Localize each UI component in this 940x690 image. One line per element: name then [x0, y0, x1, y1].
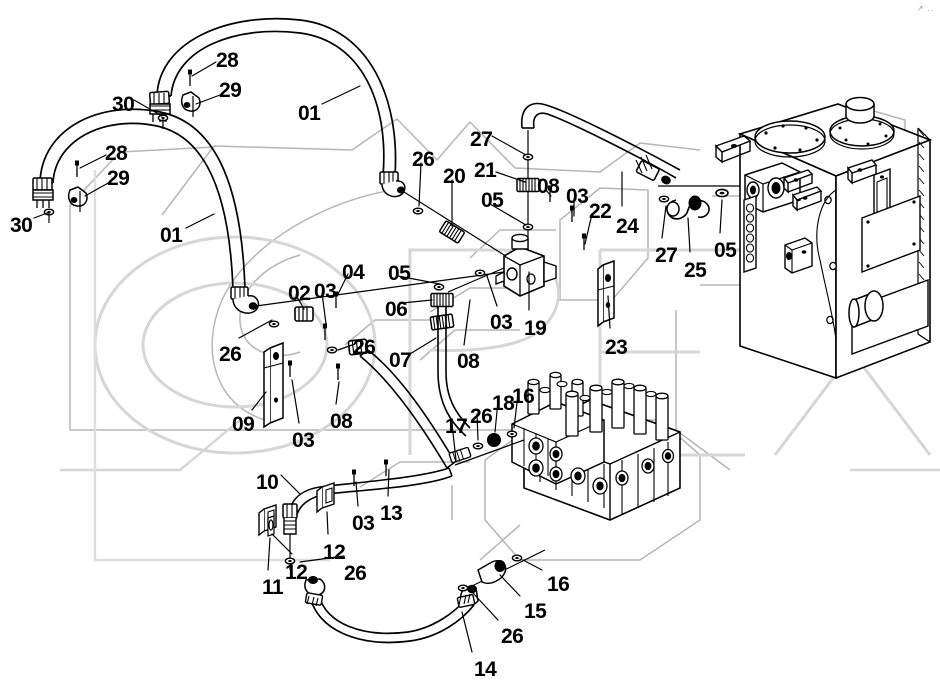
callout-24: 24	[616, 215, 639, 238]
callout-29-upper: 29	[219, 79, 242, 102]
callout-27-elbow: 27	[655, 244, 678, 267]
callout-04: 04	[342, 261, 365, 284]
hose-01-lower-end-right	[230, 286, 260, 314]
callout-29-lower: 29	[107, 167, 130, 190]
callout-08-upper: 08	[537, 175, 560, 198]
corner-mark: ↗ ..	[916, 4, 934, 13]
hydraulic-tank	[714, 96, 933, 380]
callout-05-tank: 05	[714, 239, 737, 262]
assembly-axis-upper	[403, 191, 513, 261]
watermark-opex-secondary	[93, 170, 330, 562]
callout-03-lower: 03	[352, 512, 375, 535]
callout-20: 20	[443, 165, 466, 188]
callout-03-bracket: 03	[292, 429, 315, 452]
callout-14: 14	[474, 658, 497, 681]
leader-lines	[33, 61, 723, 653]
callout-26-lower-vert: 26	[344, 562, 367, 585]
callout-19: 19	[524, 317, 547, 340]
callout-05-mid: 05	[388, 262, 411, 285]
callout-08-mid: 08	[457, 350, 480, 373]
assembly-axis-main	[255, 267, 505, 307]
callout-21: 21	[474, 159, 497, 182]
callout-05-stack: 05	[481, 189, 504, 212]
callout-16-lower: 16	[547, 573, 570, 596]
callout-18: 18	[492, 392, 515, 415]
callout-26-upper-axis: 26	[412, 148, 435, 171]
tube-24-end	[635, 154, 671, 185]
callout-16-valve: 16	[512, 385, 535, 408]
hose-01-upper-end-right	[379, 171, 406, 198]
bracket-23	[597, 259, 615, 328]
adapter-15-assembly	[457, 549, 546, 592]
callout-30-upper: 30	[112, 93, 135, 116]
callout-01-upper: 01	[298, 102, 321, 125]
callout-28-upper: 28	[216, 49, 239, 72]
tube-07	[359, 349, 456, 469]
hose-01-lower-end-left	[32, 177, 54, 208]
fitting-06	[430, 292, 454, 308]
callout-17: 17	[445, 415, 468, 438]
hose-14-end-left	[304, 576, 326, 607]
callout-13: 13	[380, 502, 403, 525]
callout-22: 22	[589, 200, 612, 223]
callout-10: 10	[256, 471, 279, 494]
tube-24	[521, 102, 681, 179]
callout-30-lower: 30	[10, 214, 33, 237]
control-valve-manifold	[511, 371, 681, 521]
valve-block-19	[495, 233, 557, 297]
callout-06: 06	[385, 298, 408, 321]
callout-26-hose14: 26	[501, 625, 524, 648]
clamp-12-right	[316, 482, 335, 514]
callout-11: 11	[262, 576, 284, 599]
callout-26-mid: 26	[353, 336, 376, 359]
callout-27-stack: 27	[470, 128, 493, 151]
callout-26-valve: 26	[470, 405, 493, 428]
fitting-17-18-assembly	[448, 430, 525, 466]
callout-25: 25	[684, 259, 707, 282]
callout-08-bracket: 08	[330, 410, 353, 433]
callout-28-lower: 28	[105, 142, 128, 165]
callout-23: 23	[605, 336, 628, 359]
callout-03-upper: 03	[566, 185, 589, 208]
callout-07: 07	[389, 349, 412, 372]
callout-01-lower: 01	[160, 224, 183, 247]
callout-09: 09	[232, 413, 255, 436]
clamp-11	[267, 515, 275, 537]
hose-14	[309, 594, 475, 644]
callout-02: 02	[288, 282, 311, 305]
bracket-09	[263, 341, 284, 429]
callout-12-right: 12	[323, 541, 346, 564]
callout-26-hose-end: 26	[219, 343, 242, 366]
callout-03-right: 03	[490, 311, 513, 334]
callout-03-mid: 03	[314, 280, 337, 303]
callout-15: 15	[524, 600, 547, 623]
callout-12-left: 12	[285, 561, 308, 584]
hardware-28-29-30-upper	[157, 68, 201, 129]
